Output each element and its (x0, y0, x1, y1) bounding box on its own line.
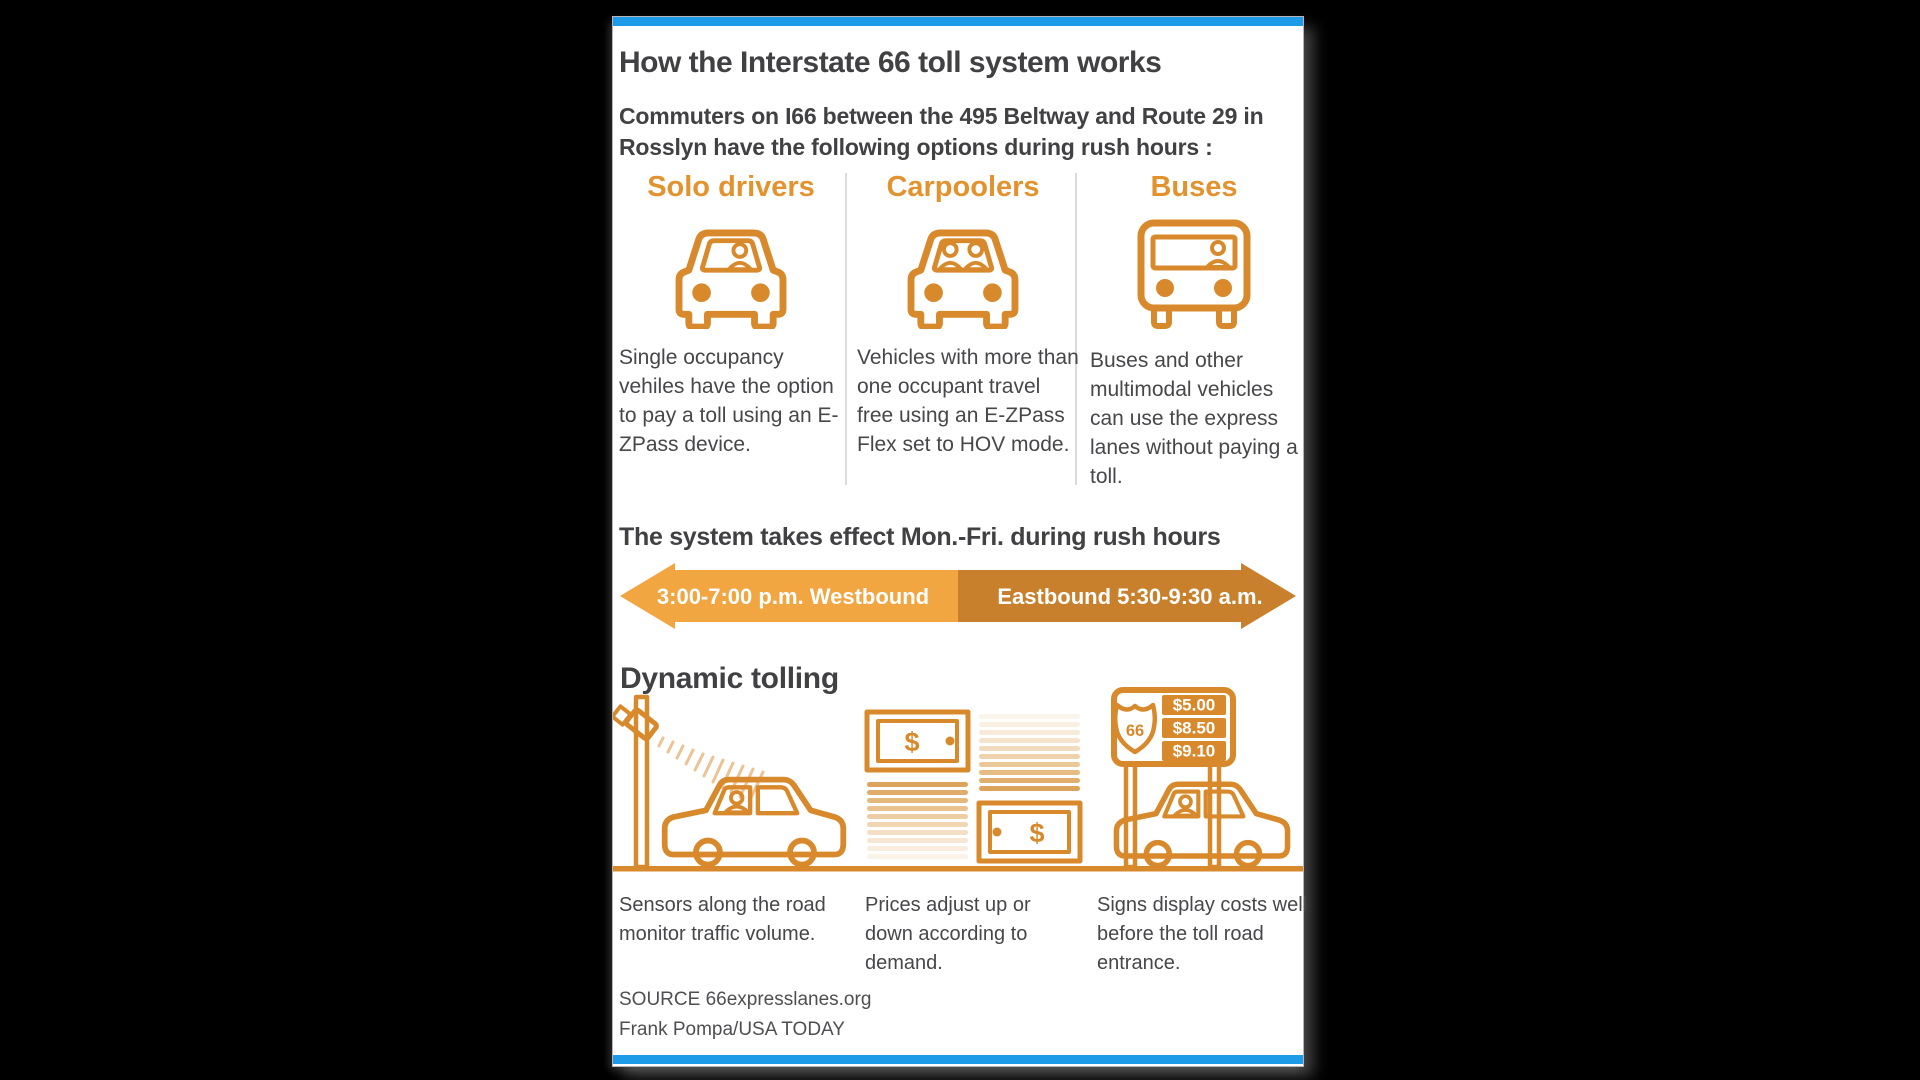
column-divider (1075, 173, 1077, 485)
schedule-heading: The system takes effect Mon.-Fri. during… (619, 523, 1221, 551)
option-heading: Buses (1150, 171, 1238, 203)
dynamic-caption: Sensors along the road monitor traffic v… (619, 894, 826, 945)
dynamic-caption: Signs display costs well before the toll… (1097, 894, 1308, 974)
option-column-carpoolers: Carpoolers Vehicles with more than one o… (853, 171, 1079, 459)
intro-text: Commuters on I66 between the 495 Beltway… (619, 103, 1264, 160)
price-lines-rising (979, 714, 1080, 791)
sensor-device-icon (623, 707, 659, 742)
dynamic-tolling-heading: Dynamic tolling (620, 662, 839, 695)
top-accent-bar (613, 17, 1303, 26)
option-heading: Solo drivers (647, 171, 815, 203)
sensor-pole (633, 694, 650, 870)
eastbound-arrow-segment (958, 563, 1296, 629)
toll-price: $5.00 (1173, 696, 1216, 715)
svg-text:$: $ (904, 727, 919, 757)
westbound-arrow-segment (620, 563, 958, 629)
dynamic-caption: Prices adjust up or down according to de… (865, 894, 1031, 974)
toll-price-sign: 66 $5.00 $8.50 $9.10 (1111, 687, 1236, 767)
column-divider (845, 173, 847, 485)
route-number: 66 (1126, 722, 1144, 740)
option-description: Vehicles with more than one occupant tra… (857, 346, 1079, 456)
dollar-bill-icon: $ (864, 709, 971, 773)
sensor-rays (657, 736, 765, 804)
option-heading: Carpoolers (886, 171, 1040, 203)
approaching-car-icon (1116, 784, 1287, 865)
infographic-panel: How the Interstate 66 toll system works … (613, 17, 1307, 1066)
option-column-solo-drivers: Solo drivers Single occupancy vehiles ha… (619, 172, 843, 459)
option-description: Buses and other multimodal vehicles can … (1090, 349, 1298, 488)
road-line (613, 866, 1303, 872)
dynamic-tolling-illustration: $ (613, 687, 1303, 872)
eastbound-label: Eastbound 5:30-9:30 a.m. (997, 584, 1262, 609)
car-single-occupant-icon (675, 229, 787, 329)
rush-hour-arrow: 3:00-7:00 p.m. Westbound Eastbound 5:30-… (620, 563, 1296, 629)
option-description: Single occupancy vehiles have the option… (619, 346, 839, 456)
svg-text:$: $ (1029, 818, 1044, 848)
car-carpool-icon (907, 229, 1019, 329)
toll-price: $8.50 (1173, 719, 1216, 738)
westbound-label: 3:00-7:00 p.m. Westbound (657, 584, 929, 609)
dollar-bill-icon: $ (976, 800, 1083, 864)
credit-line: Frank Pompa/USA TODAY (619, 1019, 845, 1040)
price-lines-fading (867, 782, 968, 859)
bus-icon (1137, 219, 1251, 329)
bottom-accent-bar (613, 1055, 1303, 1064)
page-title: How the Interstate 66 toll system works (619, 46, 1162, 79)
interstate-66-shield-icon (1112, 702, 1158, 755)
source-line: SOURCE 66expresslanes.org (619, 989, 872, 1010)
toll-price: $9.10 (1173, 742, 1216, 761)
option-column-buses: Buses Buses and other multimodal vehicle… (1087, 172, 1301, 491)
